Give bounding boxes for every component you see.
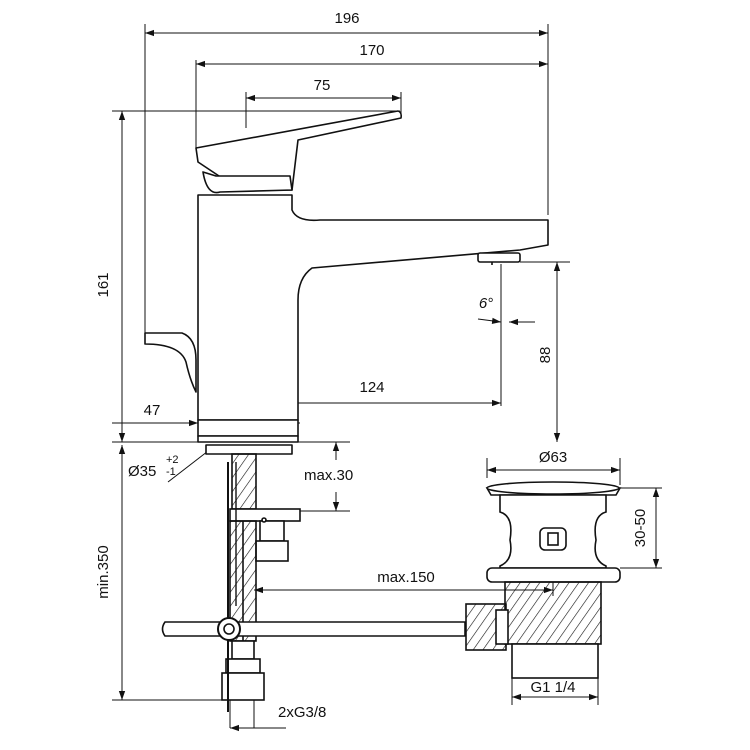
dim-leader-35 bbox=[167, 447, 213, 483]
hose-end-nut-b bbox=[225, 658, 261, 674]
faucet-base bbox=[197, 419, 299, 437]
waste bbox=[465, 481, 622, 679]
fixing-nut bbox=[259, 520, 285, 542]
label-handle-length: 75 bbox=[314, 77, 331, 94]
label-supply-connections: 2xG3/8 bbox=[278, 704, 326, 721]
label-outlet-angle: 6° bbox=[479, 295, 493, 312]
waste-flange bbox=[486, 567, 621, 583]
aerator bbox=[477, 252, 521, 263]
label-max-rod: max.150 bbox=[377, 569, 435, 586]
label-base-offset: 47 bbox=[144, 402, 161, 419]
label-waste-plug-height: 30-50 bbox=[632, 509, 649, 547]
hose-end-nut bbox=[231, 640, 255, 660]
pop-up-lever bbox=[144, 332, 197, 393]
faucet-base-ring bbox=[197, 435, 299, 443]
fixing-nut-b bbox=[255, 540, 289, 562]
label-height: 161 bbox=[95, 272, 112, 297]
labels: 196 170 75 161 88 124 47 6° Ø35 +2 -1 ma… bbox=[95, 10, 649, 721]
label-waste-diameter: Ø63 bbox=[539, 449, 567, 466]
dimension-lines bbox=[112, 29, 660, 732]
label-min-hose: min.350 bbox=[95, 545, 112, 598]
label-overall-width: 196 bbox=[334, 10, 359, 27]
waste-thread bbox=[504, 581, 602, 645]
label-outlet-offset: 124 bbox=[359, 379, 384, 396]
waste-tail bbox=[511, 643, 599, 679]
label-hole-tol-minus: -1 bbox=[166, 466, 176, 478]
label-hole-diameter: Ø35 bbox=[128, 463, 156, 480]
label-outlet-height: 88 bbox=[537, 347, 554, 364]
label-max-deck: max.30 bbox=[304, 467, 353, 484]
label-waste-thread: G1 1/4 bbox=[530, 679, 575, 696]
under-deck bbox=[161, 453, 466, 712]
under-deck-tail bbox=[205, 444, 293, 455]
lever-cap bbox=[202, 171, 293, 194]
extension-lines bbox=[112, 24, 662, 728]
dim-line-angle-a bbox=[477, 317, 502, 324]
label-spout-reach: 170 bbox=[359, 42, 384, 59]
label-hole-tol-plus: +2 bbox=[166, 454, 179, 466]
link-rod bbox=[161, 621, 466, 637]
faucet bbox=[144, 110, 549, 455]
faucet-body bbox=[197, 194, 549, 421]
